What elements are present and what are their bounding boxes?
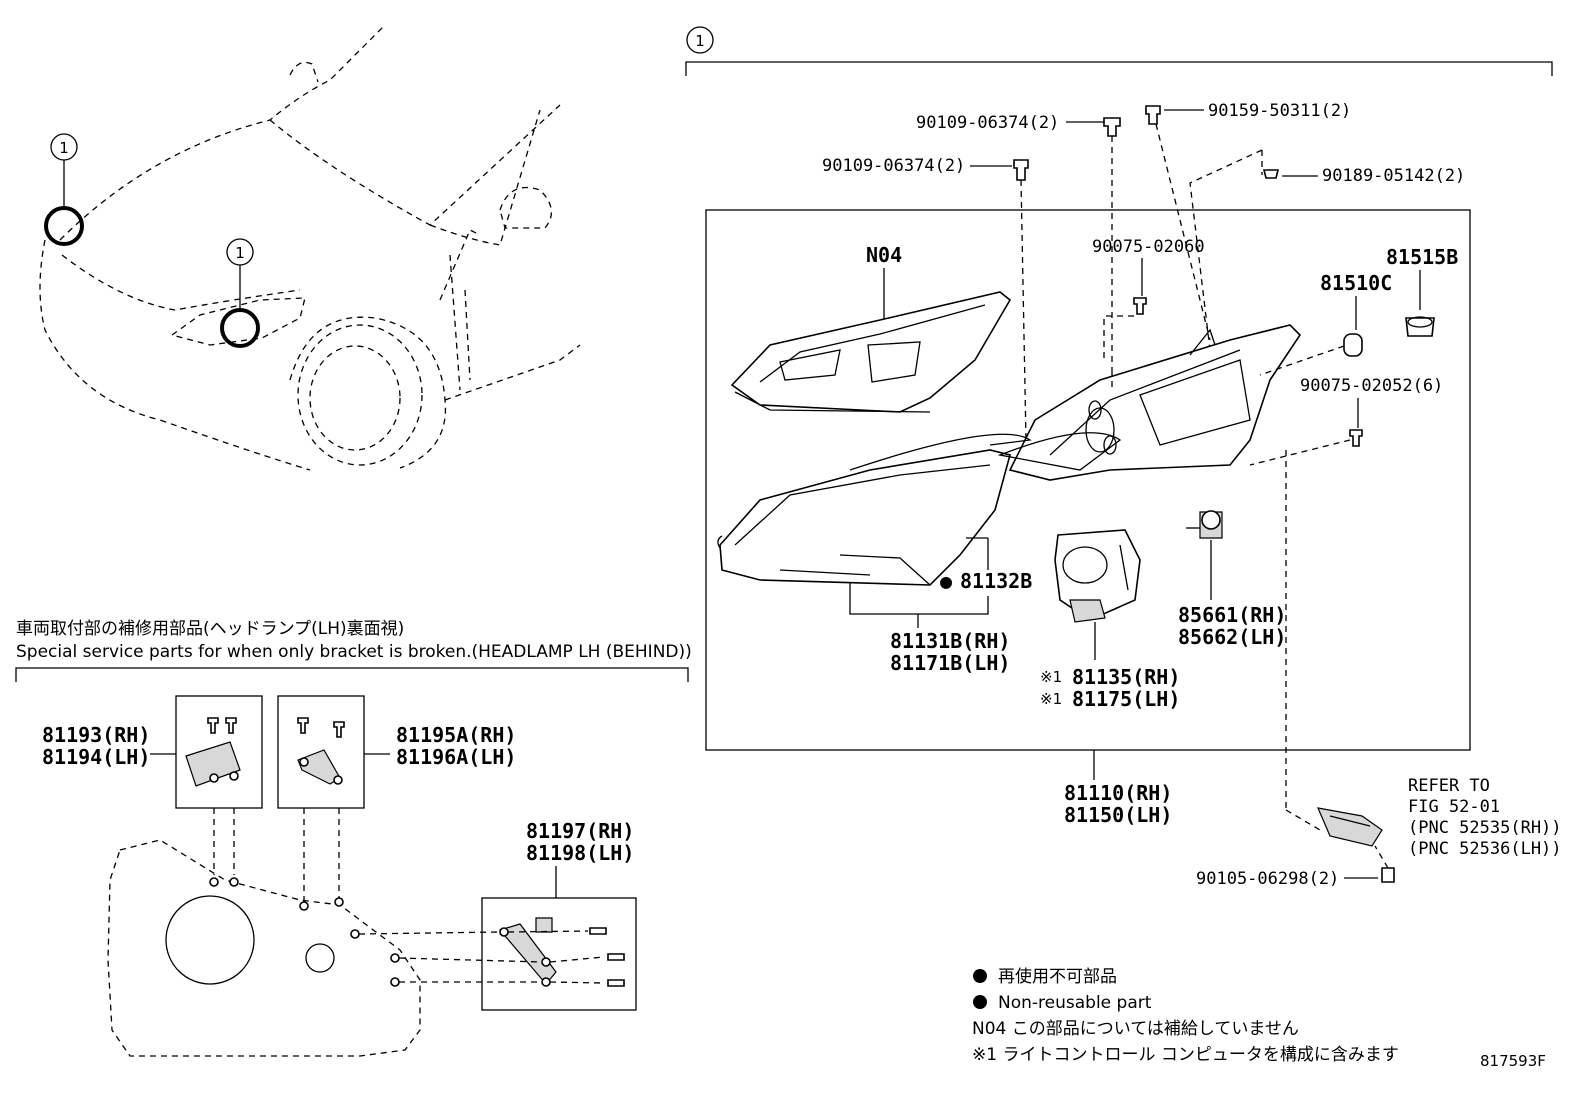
bolt-icon [1381,867,1395,883]
screw-icon [1145,105,1161,125]
screw-icon [607,953,625,961]
label-81175: 81175(LH) [1072,687,1180,711]
screw-icon [607,979,625,987]
label-81196a: 81196A(LH) [396,745,516,769]
label-90075-02052: 90075-02052(6) [1300,376,1443,396]
label-81193: 81193(RH) [42,723,150,747]
leveling-motor: 85661(RH) 85662(LH) [1178,510,1286,649]
legend-asterisk-note: ※1 ライトコントロール コンピュータを構成に含みます [972,1045,1399,1065]
label-90189-05142: 90189-05142(2) [1322,166,1465,186]
screws-90075-02052: 90075-02052(6) [1249,376,1443,466]
label-81131b: 81131B(RH) [890,629,1010,653]
asterisk-marker: ※1 [1040,668,1062,686]
headlamp-assy-label: 81110(RH) 81150(LH) [1064,750,1172,827]
label-90109-06374-upper: 90109-06374(2) [916,113,1059,133]
special-parts-section: 車両取付部の補修用部品(ヘッドランプ(LH)裏面視) Special servi… [15,618,692,1057]
car-overview-illustration: 1 1 [39,24,581,471]
special-title-en: Special service parts for when only brac… [16,642,692,662]
screw-icon [207,717,219,734]
figure-id: 817593F [1480,1052,1546,1070]
assembly-callout: 1 [695,32,705,50]
screw-90075-02060: 90075-02060 [1092,237,1205,360]
legend-nonreusable-jp: 再使用不可部品 [998,966,1117,987]
screw-icon [225,717,237,734]
refer-line-1: REFER TO [1408,776,1490,796]
label-81515b: 81515B [1386,245,1458,269]
nonreusable-bullet-icon [973,995,987,1009]
headlamp-lens-assembly: ● 81132B 81131B(RH) 81171B(LH) [717,432,1122,675]
legend-nonreusable-en: Non-reusable part [998,993,1152,1013]
label-90105-06298: 90105-06298(2) [1196,869,1339,889]
label-81132b: 81132B [960,569,1032,593]
bulb-and-socket: 81510C 81515B [1259,245,1458,376]
assembly-group: 1 [685,26,1553,751]
screw-icon [297,717,309,734]
bolt-icon [1103,117,1121,137]
clip-icon [1262,169,1280,179]
light-control-module: ※1 81135(RH) ※1 81175(LH) [1040,529,1180,711]
label-81171b: 81171B(LH) [890,651,1010,675]
screw-icon [1349,429,1363,447]
label-81150: 81150(LH) [1064,803,1172,827]
label-81510c: 81510C [1320,271,1392,295]
label-85662: 85662(LH) [1178,625,1286,649]
screw-icon [1133,297,1147,315]
label-85661: 85661(RH) [1178,603,1286,627]
refer-bracket: REFER TO FIG 52-01 (PNC 52535(RH)) (PNC … [1196,450,1562,889]
bulb-icon [1343,333,1363,357]
legend: 再使用不可部品 Non-reusable part N04 この部品については補… [972,966,1546,1070]
top-fasteners: 90109-06374(2) 90159-50311(2) 90109-0637… [822,101,1465,441]
headlamp-housing [1008,324,1302,481]
callout-marker: 1 [235,244,245,262]
label-90159-50311: 90159-50311(2) [1208,101,1351,121]
bullet-81132b: ● [940,569,952,593]
legend-n04-note: N04 この部品については補給していません [972,1019,1299,1039]
refer-line-4: (PNC 52536(LH)) [1408,839,1562,859]
label-81135: 81135(RH) [1072,665,1180,689]
label-90075-02060: 90075-02060 [1092,237,1205,257]
callout-marker: 1 [59,139,69,157]
bolt-icon [1013,159,1029,181]
refer-line-3: (PNC 52535(RH)) [1408,818,1562,838]
label-n04: N04 [866,243,902,267]
screw-icon [589,927,607,935]
label-81197: 81197(RH) [526,819,634,843]
screw-icon [333,721,345,738]
asterisk-marker: ※1 [1040,690,1062,708]
special-title-jp: 車両取付部の補修用部品(ヘッドランプ(LH)裏面視) [16,618,404,639]
label-90109-06374-lower: 90109-06374(2) [822,156,965,176]
label-81195a: 81195A(RH) [396,723,516,747]
refer-line-2: FIG 52-01 [1408,797,1500,817]
nonreusable-bullet-icon [973,969,987,983]
label-81110: 81110(RH) [1064,781,1172,805]
label-81194: 81194(LH) [42,745,150,769]
label-81198: 81198(LH) [526,841,634,865]
headlamp-lens-n04: N04 [730,243,1012,413]
